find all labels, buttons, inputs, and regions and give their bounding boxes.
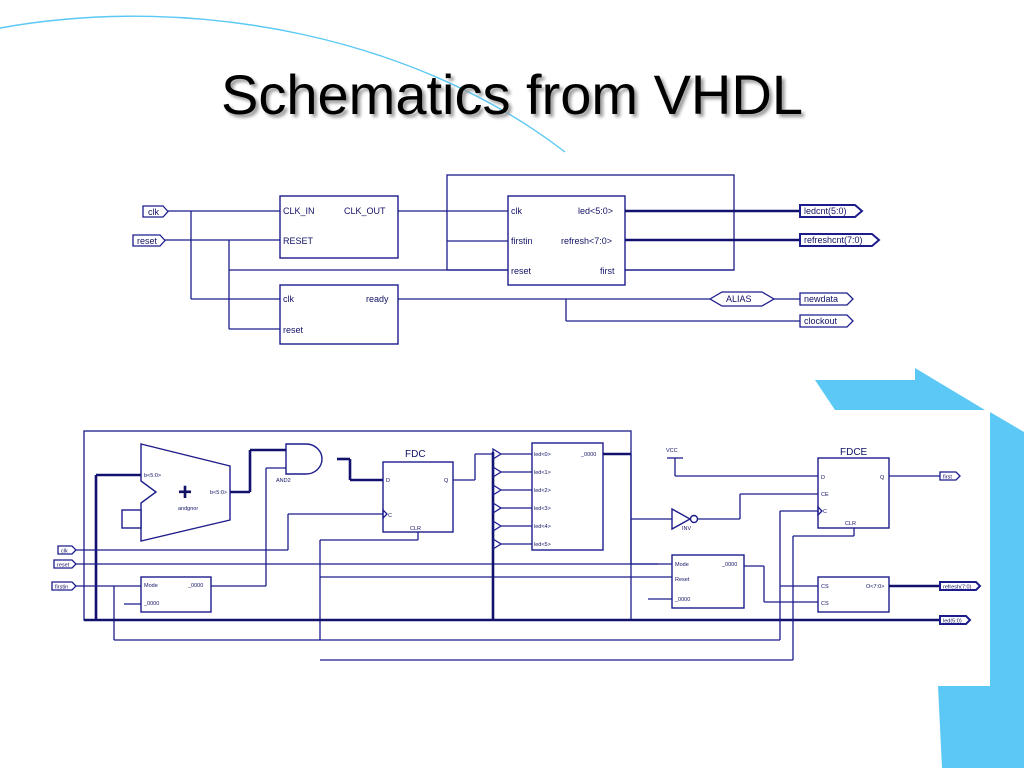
fdc-label: FDC <box>405 449 426 460</box>
fdce-clr-pin: CLR <box>845 521 856 527</box>
bottom-schematic: clk reset firstin + andgnor b<5:0> b<5:0… <box>51 430 982 661</box>
top-schematic: clk reset CLK_IN CLK_OUT RESET clk first… <box>132 174 881 345</box>
clock-block-reset-pin: RESET <box>283 236 314 246</box>
port-newdata <box>799 292 854 306</box>
ready-ready-pin: ready <box>366 294 389 304</box>
port-ledcnt-label: ledcnt(5:0) <box>804 206 847 216</box>
mux-left-in-pin: _0000 <box>143 601 159 607</box>
adder-label: andgnor <box>178 506 198 512</box>
clock-block-in-pin: CLK_IN <box>283 206 315 216</box>
fdc-clr-pin: CLR <box>410 526 421 532</box>
counter-first-pin: first <box>600 266 615 276</box>
bus-out-pin: _0000 <box>580 452 596 458</box>
port-refreshcnt <box>799 233 881 247</box>
ready-reset-pin: reset <box>283 325 304 335</box>
adder-out-pin: b<5:0> <box>210 490 227 496</box>
clock-block-out-pin: CLK_OUT <box>344 206 386 216</box>
port-newdata-label: newdata <box>804 294 838 304</box>
clock-block <box>279 195 399 259</box>
port-clk <box>142 205 169 218</box>
and-gate-label: AND2 <box>276 478 291 484</box>
port-b-firstin <box>51 581 77 591</box>
inverter-label: INV <box>682 526 692 532</box>
alias-label: ALIAS <box>726 294 752 304</box>
fdce-q-pin: Q <box>880 475 885 481</box>
port-b-led-label: led(5:0) <box>943 619 962 625</box>
decorative-arc <box>0 15 566 153</box>
counter-led-pin: led<5:0> <box>578 206 613 216</box>
mux-mid-block <box>671 554 745 609</box>
counter-clk-pin: clk <box>511 206 522 216</box>
mux-left-out-pin: _0000 <box>187 583 203 589</box>
mux-mid-in-pin: _0000 <box>674 597 690 603</box>
vcc-label: VCC <box>666 448 678 454</box>
decor-block-bottom <box>938 686 990 768</box>
port-clockout-label: clockout <box>804 316 838 326</box>
fdc-q-pin: Q <box>444 478 449 484</box>
port-b-clk <box>57 545 77 555</box>
fdce-c-pin: C <box>823 509 827 515</box>
mux-mid-mode-pin: Mode <box>675 562 689 568</box>
fdce-block <box>817 457 890 529</box>
port-b-clk-label: clk <box>61 549 68 555</box>
port-reset-label: reset <box>137 236 158 246</box>
counter-reset-pin: reset <box>511 266 532 276</box>
bus-pin-3: led<3> <box>534 506 551 512</box>
bus-pin-4: led<4> <box>534 524 551 530</box>
port-clk-label: clk <box>148 207 159 217</box>
decor-bar-right <box>990 412 1024 768</box>
and-gate <box>285 443 323 475</box>
adder-in-pin: b<5:0> <box>144 473 161 479</box>
register-cs2-pin: CS <box>821 601 829 607</box>
port-b-first <box>939 471 961 481</box>
mux-mid-out-pin: _0000 <box>721 562 737 568</box>
bus-pin-2: led<2> <box>534 488 551 494</box>
register-block <box>817 576 890 613</box>
ready-clk-pin: clk <box>283 294 294 304</box>
port-refreshcnt-label: refreshcnt(7:0) <box>804 235 863 245</box>
mux-left-block <box>140 576 212 613</box>
counter-firstin-pin: firstin <box>511 236 533 246</box>
bus-pin-1: led<1> <box>534 470 551 476</box>
ready-block <box>279 284 399 345</box>
bus-pin-5: led<5> <box>534 542 551 548</box>
fdce-ce-pin: CE <box>821 492 829 498</box>
counter-refresh-pin: refresh<7:0> <box>561 236 612 246</box>
fdc-c-pin: C <box>388 513 392 519</box>
register-cs-pin: CS <box>821 584 829 590</box>
fdc-d-pin: D <box>386 478 390 484</box>
bus-pin-0: led<0> <box>534 452 551 458</box>
mux-left-mode-pin: Mode <box>144 583 158 589</box>
port-b-refresh <box>939 581 982 591</box>
slide-title: Schematics from VHDL <box>221 63 803 126</box>
bus-buffers <box>492 447 532 551</box>
port-ledcnt <box>799 204 864 218</box>
adder-plus-icon: + <box>178 479 192 506</box>
mux-mid-reset-pin: Reset <box>675 577 690 583</box>
port-reset <box>132 234 166 247</box>
fdce-d-pin: D <box>821 475 825 481</box>
fdc-block <box>382 461 454 533</box>
port-b-firstin-label: firstin <box>55 585 68 591</box>
port-b-led <box>939 615 972 625</box>
fdce-label: FDCE <box>840 447 868 458</box>
port-b-refresh-label: refresh(7:0) <box>943 585 972 591</box>
bus-block <box>531 442 604 551</box>
decor-arrow-top <box>815 368 985 410</box>
port-b-reset-label: reset <box>57 563 70 569</box>
port-b-first-label: first <box>943 475 952 481</box>
port-clockout <box>799 314 854 328</box>
adder-carry-box <box>121 509 142 529</box>
port-b-reset <box>53 559 77 569</box>
register-out-pin: O<7:0> <box>866 584 884 590</box>
